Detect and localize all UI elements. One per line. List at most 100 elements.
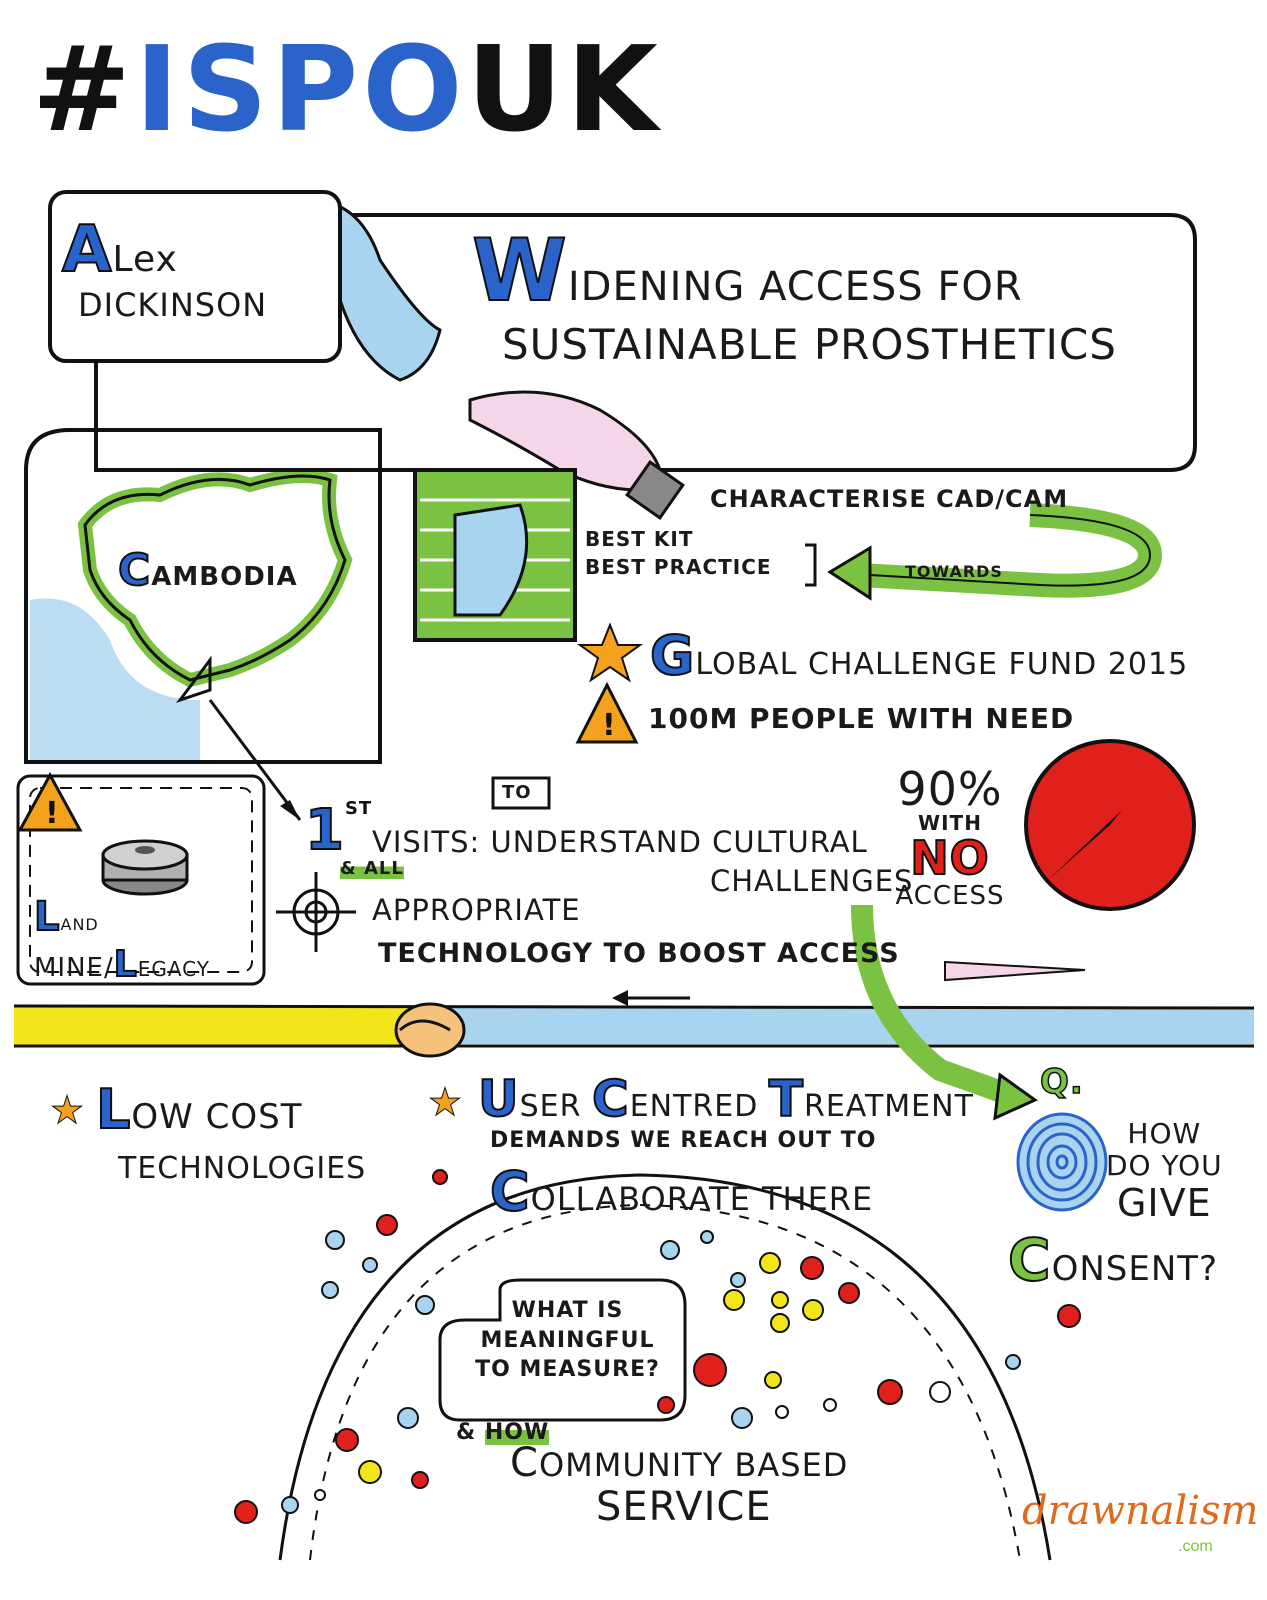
map-label: CAMBODIA xyxy=(117,544,298,597)
community-how: & HOW xyxy=(456,1420,550,1445)
svg-text:!: ! xyxy=(45,796,59,831)
hashtag-ispo: ISPO xyxy=(134,20,467,158)
community-service: SERVICE xyxy=(596,1484,772,1530)
to-label: TO xyxy=(502,782,532,803)
speaker-last-name: DICKINSON xyxy=(78,286,268,325)
landmine-initial-2: L xyxy=(113,943,138,986)
visits-line3: APPROPRIATE xyxy=(372,893,581,927)
handshake-icon xyxy=(394,1002,466,1058)
fingerprint-icon xyxy=(1016,1112,1108,1212)
speaker-name: ALex DICKINSON xyxy=(61,213,266,325)
consent-block: HOW DO YOU GIVE xyxy=(1106,1117,1223,1226)
landmine-icon xyxy=(101,839,189,896)
landmine-label: LAND MINE/LEGACY xyxy=(33,892,210,987)
first-suffix: ST xyxy=(344,798,373,819)
warning-icon xyxy=(575,681,639,744)
prosthetic-socket-icon xyxy=(453,503,529,617)
stat-with: WITH xyxy=(918,811,982,836)
measure-bubble xyxy=(438,1278,687,1422)
talk-title-line2: SUSTAINABLE PROSTHETICS xyxy=(502,319,1117,369)
low-cost-block: LOW COST TECHNOLOGIES xyxy=(95,1075,365,1189)
drawnalism-logo: drawnalism xyxy=(1022,1488,1258,1534)
characterise-item: CHARACTERISE CAD/CAM xyxy=(710,485,1069,513)
speaker-first-name: Lex xyxy=(112,239,178,280)
user-rest: SER xyxy=(519,1089,582,1124)
svg-text:!: ! xyxy=(602,708,616,743)
first-number: 1 xyxy=(304,797,345,864)
consent-do-you: DO YOU xyxy=(1106,1149,1223,1183)
community-and: & xyxy=(456,1420,477,1445)
talk-title-line1: IDENING ACCESS FOR xyxy=(567,264,1023,310)
consent-initial: C xyxy=(1007,1225,1052,1295)
first-visit-number: 1ST xyxy=(304,797,373,864)
measure-line3: TO MEASURE? xyxy=(475,1357,660,1383)
treatment-initial: T xyxy=(768,1069,804,1129)
logo-sub: .com xyxy=(1178,1538,1213,1555)
community-rest: OMMUNITY BASED xyxy=(538,1446,849,1484)
best-kit-item: BEST KIT xyxy=(585,527,694,551)
logo-text: drawnalism xyxy=(1022,1488,1259,1534)
green-flow-arrow-icon xyxy=(851,904,1014,1106)
target-icon xyxy=(276,872,356,952)
towards-label: TOWARDS xyxy=(905,562,1003,581)
collaborate-line: COLLABORATE THERE xyxy=(489,1159,874,1224)
title-frame xyxy=(94,213,1197,472)
towards-arrow-icon xyxy=(859,503,1163,598)
fund-line: GLOBAL CHALLENGE FUND 2015 xyxy=(649,623,1189,688)
speaker-initial: A xyxy=(61,213,113,287)
collaborate-rest: OLLABORATE THERE xyxy=(530,1180,874,1218)
centred-rest: ENTRED xyxy=(629,1089,759,1124)
stat-access: ACCESS xyxy=(895,880,1005,911)
blue-band xyxy=(444,1008,1254,1044)
star-icon-user-centred: ★ xyxy=(427,1080,463,1125)
consent-give: GIVE xyxy=(1116,1181,1212,1226)
talk-title-initial: W xyxy=(471,221,568,322)
stat-no: NO xyxy=(909,831,990,886)
visits-and-all: & ALL xyxy=(340,858,404,879)
user-centred-line1: USER CENTRED TREATMENT xyxy=(477,1069,974,1129)
community-line: COMMUNITY BASED xyxy=(510,1440,848,1486)
hashtag-uk: UK xyxy=(466,20,662,158)
hashtag-hash: # xyxy=(32,20,135,158)
measure-line1: WHAT IS xyxy=(511,1298,624,1323)
hashtag-title: #ISPOUK xyxy=(32,30,662,148)
low-cost-initial: L xyxy=(95,1077,132,1142)
visits-line4: TECHNOLOGY TO BOOST ACCESS xyxy=(378,938,900,969)
star-icon-low-cost: ★ xyxy=(49,1088,85,1133)
landmine-legacy: EGACY xyxy=(137,957,210,981)
stat-block: 90% WITH NO ACCESS xyxy=(890,765,1010,910)
map-label-initial: C xyxy=(117,544,152,597)
user-centred-line2: DEMANDS WE REACH OUT TO xyxy=(490,1128,877,1153)
community-how-word: HOW xyxy=(484,1420,550,1445)
pie-chart-icon xyxy=(1024,739,1196,911)
landmine-frame xyxy=(16,774,266,986)
visits-line1: VISITS: UNDERSTAND CULTURAL xyxy=(372,825,868,859)
star-icon xyxy=(576,622,644,683)
consent-rest: ONSENT? xyxy=(1051,1249,1219,1289)
centred-initial: C xyxy=(591,1069,630,1129)
measure-line2: MEANINGFUL xyxy=(480,1327,655,1353)
consent-word: CONSENT? xyxy=(1007,1225,1219,1295)
yellow-band xyxy=(14,1006,444,1046)
low-cost-rest: OW COST xyxy=(131,1097,303,1137)
community-dots xyxy=(234,1169,1081,1524)
community-initial: C xyxy=(510,1440,539,1486)
landmine-initial-1: L xyxy=(33,893,61,941)
consent-how: HOW xyxy=(1127,1117,1202,1150)
best-practice-item: BEST PRACTICE xyxy=(585,555,772,579)
fund-rest: LOBAL CHALLENGE FUND 2015 xyxy=(695,647,1189,682)
community-arc xyxy=(278,1173,1052,1561)
treatment-rest: REATMENT xyxy=(803,1089,974,1124)
map-label-rest: AMBODIA xyxy=(151,562,298,592)
landmine-mine: MINE/ xyxy=(34,953,114,983)
collaborate-initial: C xyxy=(489,1159,531,1224)
warning-icon-landmine xyxy=(17,771,83,832)
talk-title: WIDENING ACCESS FOR SUSTAINABLE PROSTHET… xyxy=(471,221,1116,369)
measure-text: WHAT IS MEANINGFUL TO MEASURE? xyxy=(455,1296,680,1385)
fund-initial: G xyxy=(649,623,696,688)
visits-line2: CHALLENGES xyxy=(710,864,914,898)
speaker-box xyxy=(48,190,342,363)
landmine-and: AND xyxy=(60,915,99,934)
user-initial: U xyxy=(477,1069,520,1129)
